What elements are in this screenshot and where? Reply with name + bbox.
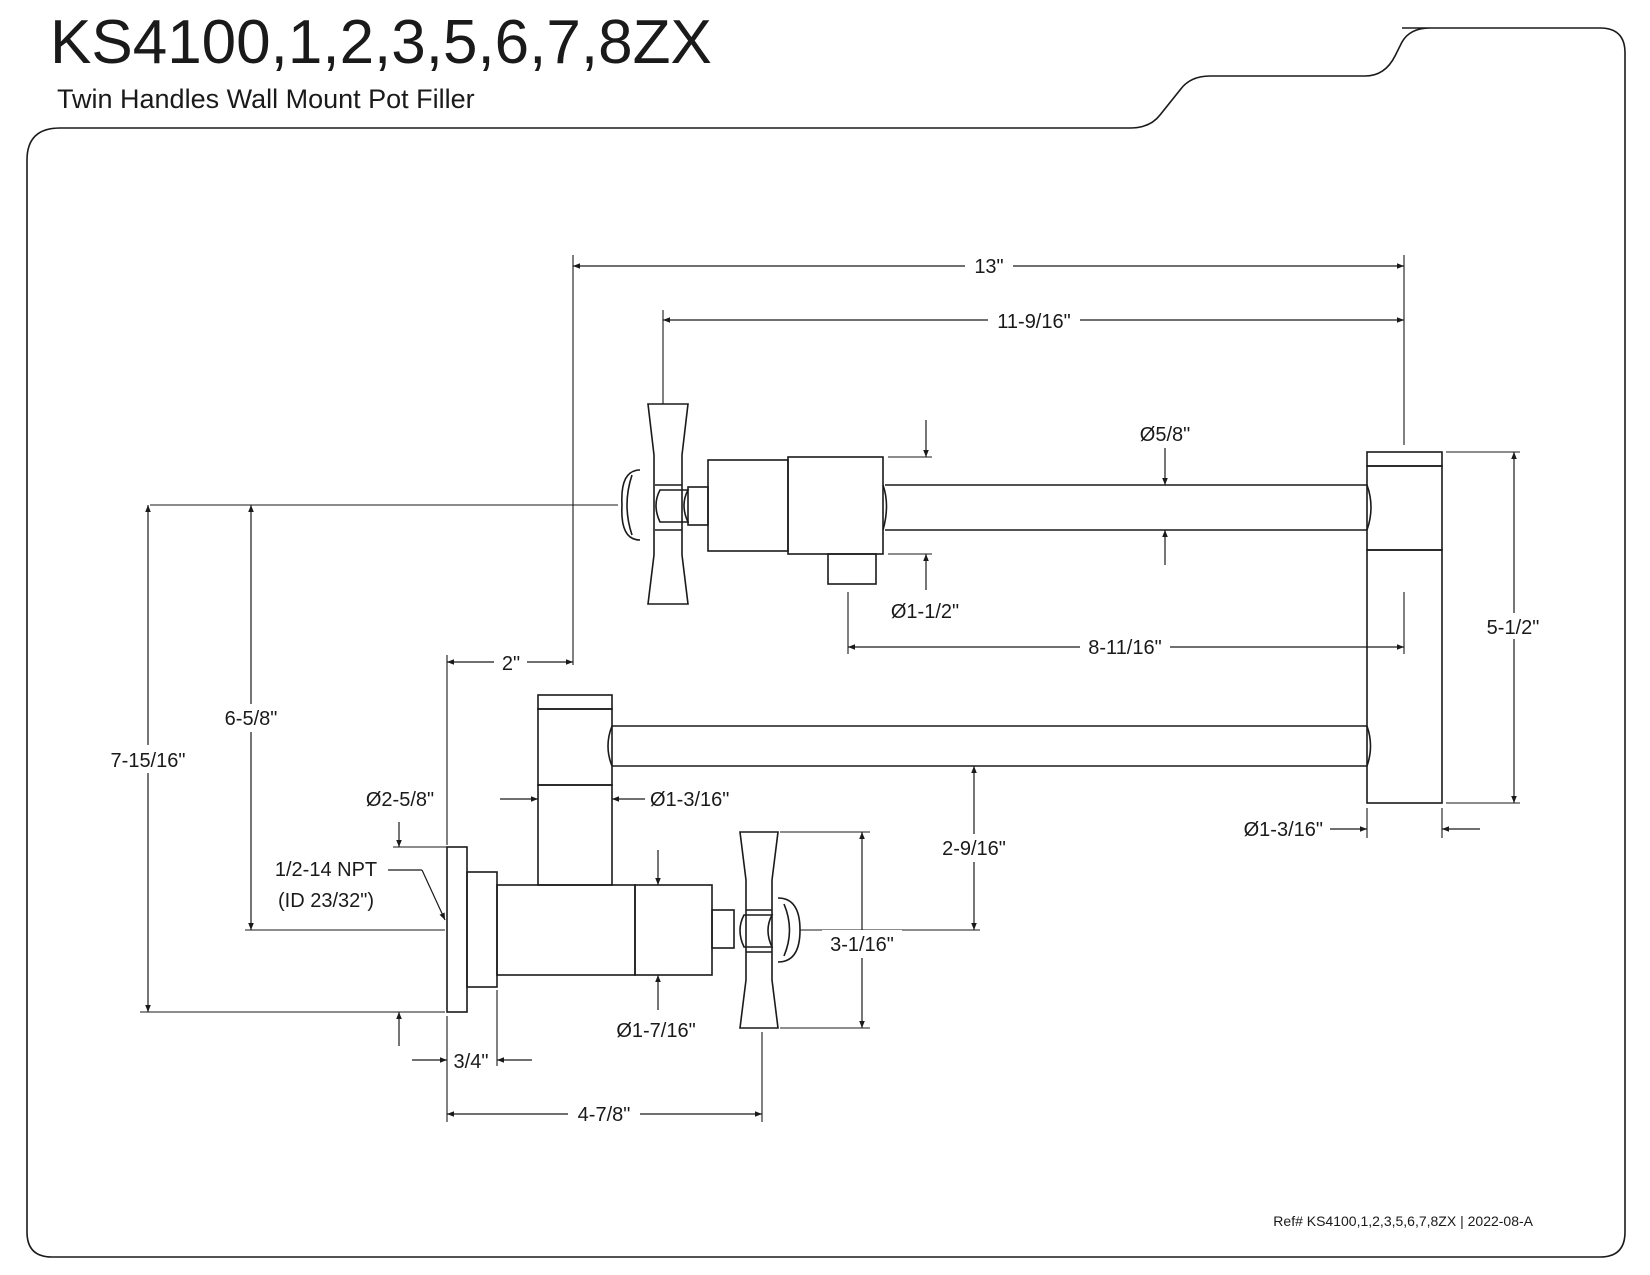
dim-lower-joint-dia: Ø1-3/16": [500, 789, 729, 811]
dim-height-inner: 6-5/8": [150, 504, 618, 931]
sheet-frame: [26, 27, 1626, 1258]
label-body-dia: Ø1-7/16": [616, 1020, 695, 1042]
lower-valve-assembly: [446, 694, 801, 1029]
dim-overall-length: 13": [572, 252, 1405, 665]
reference-number: Ref# KS4100,1,2,3,5,6,7,8ZX | 2022-08-A: [1273, 1213, 1533, 1229]
dim-upper-pipe-dia: Ø5/8": [1140, 424, 1190, 565]
label-thread-spec: 1/2-14 NPT: [275, 859, 377, 881]
label-height-total: 7-15/16": [111, 750, 186, 772]
dim-projection: 4-7/8": [447, 1032, 763, 1128]
label-right-joint-dia: Ø1-3/16": [1244, 819, 1323, 841]
label-lower-joint-dia: Ø1-3/16": [650, 789, 729, 811]
lower-arm-pipe: [607, 725, 1372, 767]
dim-body-dia: Ø1-7/16": [616, 850, 696, 1042]
dim-thread-spec: 1/2-14 NPT (ID 23/32"): [275, 859, 446, 921]
dim-upper-arm-length: 11-9/16": [662, 306, 1404, 404]
label-lower-span: 8-11/16": [1088, 637, 1161, 659]
dim-lower-span: 8-11/16": [847, 592, 1405, 659]
product-description: Twin Handles Wall Mount Pot Filler: [57, 84, 475, 114]
label-handle-height: 3-1/16": [830, 934, 894, 956]
dim-arm-drop: 2-9/16": [800, 765, 1016, 931]
label-arm-drop: 2-9/16": [942, 838, 1006, 860]
dim-upper-joint-dia: Ø1-1/2": [888, 420, 959, 623]
label-upper-pipe-dia: Ø5/8": [1140, 424, 1190, 446]
dim-offset: 2": [446, 653, 573, 845]
dim-height-total: 7-15/16": [103, 505, 445, 1013]
upper-cross-handle: [647, 403, 689, 605]
label-flange-dia: Ø2-5/8": [366, 789, 434, 811]
label-thread-id: (ID 23/32"): [278, 890, 374, 912]
label-upper-arm-length: 11-9/16": [997, 311, 1070, 333]
lower-cross-handle: [739, 831, 779, 1029]
label-projection: 4-7/8": [578, 1104, 631, 1126]
label-overall-length: 13": [974, 256, 1003, 278]
label-offset: 2": [502, 653, 520, 675]
label-vertical-right: 5-1/2": [1487, 617, 1540, 639]
label-height-inner: 6-5/8": [225, 708, 278, 730]
upper-valve-assembly: [621, 403, 1372, 605]
model-title: KS4100,1,2,3,5,6,7,8ZX: [50, 8, 712, 77]
right-swivel-elbow: [1366, 451, 1443, 804]
dim-vertical-right: 5-1/2": [1446, 451, 1546, 804]
dim-flange-depth: 3/4": [412, 990, 532, 1122]
dim-right-joint-dia: Ø1-3/16": [1244, 808, 1480, 841]
label-upper-joint-dia: Ø1-1/2": [891, 601, 959, 623]
dim-handle-height: 3-1/16": [780, 831, 902, 1029]
label-flange-depth: 3/4": [454, 1051, 489, 1073]
dim-flange-dia: Ø2-5/8": [366, 789, 447, 1046]
